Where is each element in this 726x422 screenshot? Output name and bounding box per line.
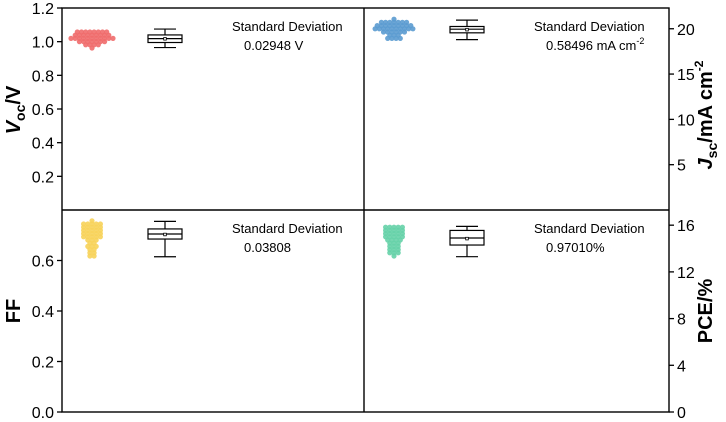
data-point [83,42,89,48]
y-tick-label: 12 [677,265,695,282]
y-tick-label: 0.4 [32,136,54,153]
y-tick-label: 8 [677,312,686,329]
box-mean [465,236,469,241]
y-tick-label: 1.2 [32,1,54,18]
annotation-title: Standard Deviation [232,19,343,34]
y-tick-label: 10 [677,112,695,129]
data-point [406,26,412,32]
y-tick-label: 0.2 [32,355,54,372]
data-point [93,234,99,240]
box-mean [163,37,167,41]
data-point [68,35,74,42]
y-tick-label: 15 [677,67,695,84]
y-tick-label: 1.0 [32,35,54,52]
data-point [89,218,95,224]
data-point [87,42,93,48]
panel-ff: 0.0 0.2 0.4 0.6 Standard Deviation 0.03808 [32,218,343,422]
data-point [397,26,403,32]
data-point [401,26,408,32]
y-tick-label: 0.8 [32,68,54,85]
data-point [391,234,397,240]
y-tick-label: 5 [677,158,686,175]
data-point [89,234,95,240]
box-mean [163,232,167,237]
data-point [389,35,395,42]
data-point [106,35,112,42]
y-axis-title-ff: FF [3,299,25,323]
panel-jsc: 5 10 15 20 Standard Deviation 0.58496 mA cm-2 [372,16,695,175]
data-point [395,250,401,256]
data-point [91,250,97,256]
y-tick-label: 0.0 [32,405,54,422]
y-axis-title-jsc: Jsc/mA cm-2 [692,60,720,169]
data-point [385,35,391,42]
data-point [387,250,393,256]
annotation-value: 0.03808 [244,240,291,255]
data-point [410,26,416,32]
annotation-title: Standard Deviation [534,19,645,34]
data-point [76,39,82,45]
box-mean [465,27,469,32]
data-point [380,26,387,32]
y-tick-label: 0.2 [32,169,54,186]
data-point [97,234,103,240]
data-point [393,35,399,42]
y-tick-label: 0.4 [32,304,54,321]
annotation-value: 0.97010% [546,240,605,255]
data-point [383,234,389,240]
data-point [385,26,391,32]
data-point [372,26,378,32]
data-point [376,26,382,32]
data-point [387,234,393,240]
annotation-value: 0.58496 mA cm-2 [546,36,644,53]
data-point [395,234,401,240]
y-tick-label: 0.6 [32,254,54,271]
data-point [110,35,116,42]
data-point [393,26,399,32]
y-tick-label: 16 [677,218,695,235]
data-point [102,39,108,45]
data-point [399,234,405,240]
data-point [72,35,78,42]
data-point [95,42,101,48]
annotation-title: Standard Deviation [232,221,343,236]
data-point [389,26,395,32]
y-axis-title-pce: PCE/% [695,279,717,344]
data-point [81,234,87,240]
y-tick-label: 20 [677,22,695,39]
y-tick-label: 0.6 [32,102,54,119]
data-point [87,250,93,256]
panel-pce: 0 4 8 12 16 Standard Deviation 0.97010% [383,218,695,422]
data-point [85,234,91,240]
data-point [91,42,97,48]
data-point [391,250,397,256]
y-axis-title-voc: Voc/V [3,85,28,134]
data-point [397,35,403,42]
annotation-value: 0.02948 V [244,38,304,53]
annotation-title: Standard Deviation [534,221,645,236]
y-tick-label: 4 [677,358,686,375]
y-tick-label: 0 [677,405,686,422]
